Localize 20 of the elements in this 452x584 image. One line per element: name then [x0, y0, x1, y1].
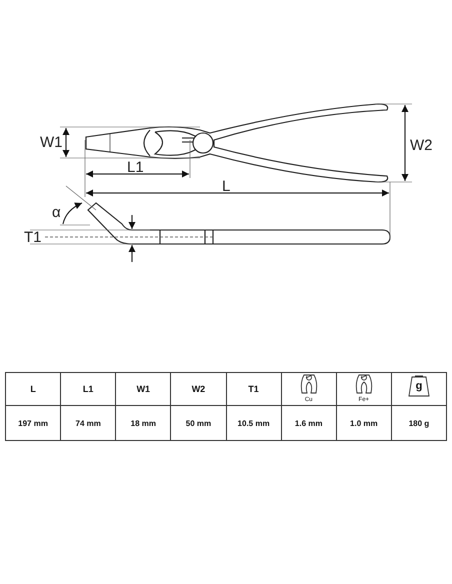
spec-value: 18 mm — [130, 418, 156, 428]
spec-value: 180 g — [408, 418, 430, 428]
column-header: W1 — [136, 384, 150, 394]
column-header: T1 — [248, 384, 259, 394]
spec-value: 50 mm — [186, 418, 212, 428]
dimension-label: L1 — [127, 160, 144, 175]
dimension-label: W2 — [410, 138, 432, 153]
spec-value: 1.0 mm — [350, 418, 378, 428]
column-header: L — [30, 384, 36, 394]
dimension-label: L — [222, 179, 230, 194]
spec-value: 197 mm — [18, 418, 48, 428]
column-header: L1 — [82, 384, 94, 394]
dimension-label: T1 — [24, 230, 42, 245]
weight-unit: g — [414, 381, 424, 392]
dimension-label: W1 — [40, 135, 62, 150]
spec-value: 1.6 mm — [294, 418, 322, 428]
spec-value: 74 mm — [76, 418, 101, 428]
column-header: W2 — [192, 384, 206, 394]
dimension-label: α — [52, 205, 61, 220]
spec-value: 10.5 mm — [238, 418, 270, 428]
